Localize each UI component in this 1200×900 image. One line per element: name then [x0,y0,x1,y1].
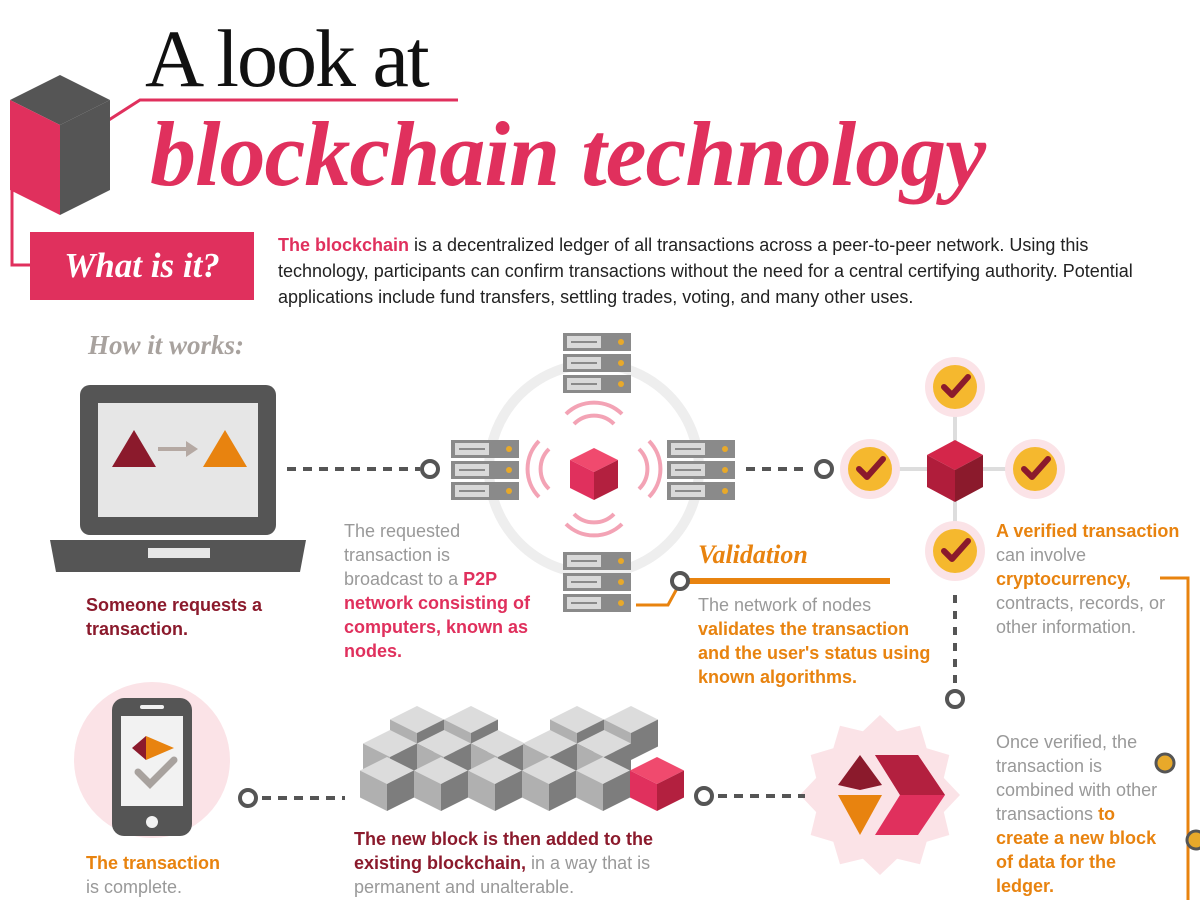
validation-heading: Validation [698,540,808,569]
title-line-1: A look at [145,13,430,104]
server-icon [667,440,735,500]
chain-blocks-icon [360,706,684,811]
check-icon [925,521,985,581]
how-it-works-label: How it works: [88,330,245,360]
step2-text: The requested transaction is broadcast t… [344,521,531,661]
check-icon [1005,439,1065,499]
intro-text: is a decentralized ledger of all transac… [278,235,1133,307]
step3-text: The network of nodes validates the trans… [698,595,931,687]
server-icon [563,333,631,393]
intro-paragraph: The blockchain is a decentralized ledger… [278,232,1178,310]
step1-text: Someone requests a transaction. [86,595,263,639]
new-block-icon [800,715,960,875]
block-cube [630,757,684,811]
cube-icon [10,75,110,215]
server-icon [563,552,631,612]
step4-text: A verified transaction can involve crypt… [996,521,1180,637]
block-cube [522,757,576,811]
network-cube-icon [570,448,618,500]
block-cube [468,757,522,811]
phone-icon [74,682,230,838]
block-cube [576,757,630,811]
check-icon [925,357,985,417]
block-cube [414,757,468,811]
step7-text: The transaction is complete. [86,853,221,897]
check-icon [840,439,900,499]
block-cube [360,757,414,811]
server-icon [451,440,519,500]
step5-text: Once verified, the transaction is combin… [996,732,1158,896]
what-is-it-label: What is it? [30,232,254,300]
title-line-2: blockchain technology [150,103,986,205]
what-connector-line [10,190,30,267]
broadcast-waves [525,400,663,538]
intro-highlight: The blockchain [278,235,410,255]
step6-text: The new block is then added to the exist… [354,829,654,897]
verified-cube-icon [927,440,983,502]
laptop-icon [50,385,306,572]
